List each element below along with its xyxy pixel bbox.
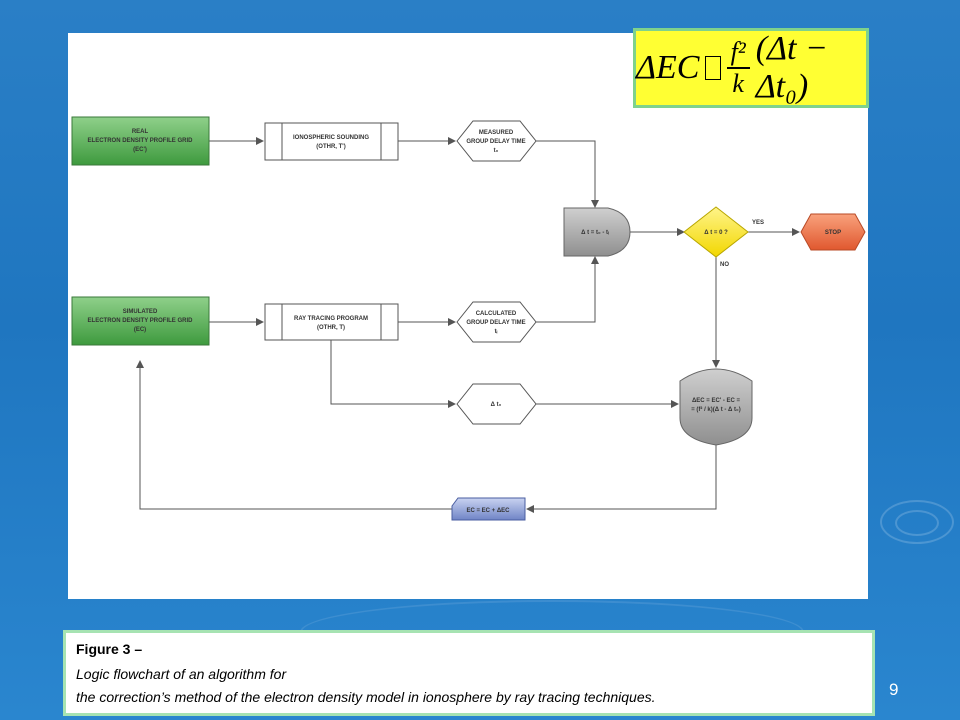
real-density-grid-node: REAL ELECTRON DENSITY PROFILE GRID (EC'): [71, 116, 210, 166]
delta-ec-line-2: = (f² / k)(Δ t - Δ t₀): [691, 406, 741, 413]
measured-delay-line-3: t₀: [494, 148, 499, 154]
ionospheric-sounding-line-1: IONOSPHERIC SOUNDING: [293, 135, 369, 141]
stop-node: STOP: [800, 213, 866, 251]
background-ripple: [880, 500, 954, 544]
calculated-delay-node: CALCULATED GROUP DELAY TIME tᵢ: [456, 301, 537, 343]
flowchart-panel: REAL ELECTRON DENSITY PROFILE GRID (EC')…: [68, 33, 868, 599]
caption-line-2: the correction’s method of the electron …: [76, 689, 656, 705]
ray-tracing-line-2: (OTHR, T): [317, 325, 345, 331]
measured-delay-line-1: MEASURED: [479, 130, 514, 136]
formula-box: ΔEC f² k (Δt − Δt₀): [633, 28, 869, 108]
formula-rhs: (Δt − Δt₀): [755, 30, 828, 105]
calculated-delay-line-3: tᵢ: [495, 329, 498, 335]
ionospheric-sounding-node: IONOSPHERIC SOUNDING (OTHR, T'): [264, 122, 399, 161]
measured-delay-line-2: GROUP DELAY TIME: [466, 139, 525, 145]
formula-numerator: f²: [726, 39, 750, 69]
real-grid-line-3: (EC'): [133, 147, 147, 153]
decision-label: Δ t = 0 ?: [704, 230, 728, 236]
caption-line-1: Logic flowchart of an algorithm for: [76, 666, 287, 682]
connectors: [136, 137, 800, 513]
delta-t-label: Δ t = t₀ - tᵢ: [581, 230, 609, 236]
simulated-grid-line-1: SIMULATED: [123, 309, 158, 315]
ray-tracing-line-1: RAY TRACING PROGRAM: [294, 316, 368, 322]
real-grid-line-1: REAL: [132, 129, 149, 135]
delta-ec-node: ΔEC = EC' - EC = = (f² / k)(Δ t - Δ t₀): [679, 368, 753, 446]
caption-title: Figure 3 –: [76, 641, 143, 657]
no-label: NO: [720, 262, 729, 268]
simulated-density-grid-node: SIMULATED ELECTRON DENSITY PROFILE GRID …: [71, 296, 210, 346]
flowchart-diagram: REAL ELECTRON DENSITY PROFILE GRID (EC')…: [71, 116, 866, 521]
ec-update-node: EC = EC + ΔEC: [451, 497, 526, 521]
formula-fraction: f² k: [726, 39, 750, 98]
calculated-delay-line-1: CALCULATED: [476, 311, 517, 317]
calculated-delay-line-2: GROUP DELAY TIME: [466, 320, 525, 326]
decision-node: Δ t = 0 ?: [683, 206, 749, 258]
measured-delay-node: MEASURED GROUP DELAY TIME t₀: [456, 120, 537, 162]
slide-number: 9: [889, 680, 899, 699]
formula-denominator: k: [732, 69, 744, 98]
formula-expression: ΔEC f² k (Δt − Δt₀): [636, 30, 866, 106]
background-ripple: [895, 510, 939, 536]
delta-t0-node: Δ t₀: [456, 383, 537, 425]
simulated-grid-line-2: ELECTRON DENSITY PROFILE GRID: [88, 318, 194, 324]
simulated-grid-line-3: (EC): [134, 327, 146, 333]
delta-ec-line-1: ΔEC = EC' - EC =: [692, 398, 741, 404]
ec-update-label: EC = EC + ΔEC: [467, 508, 511, 514]
ray-tracing-node: RAY TRACING PROGRAM (OTHR, T): [264, 303, 399, 341]
stop-label: STOP: [825, 230, 841, 236]
missing-glyph-icon: [705, 56, 721, 80]
caption-box: Figure 3 – Logic flowchart of an algorit…: [63, 630, 875, 716]
delta-t-node: Δ t = t₀ - tᵢ: [563, 207, 631, 257]
delta-t0-label: Δ t₀: [491, 402, 502, 408]
yes-label: YES: [752, 220, 764, 226]
real-grid-line-2: ELECTRON DENSITY PROFILE GRID: [88, 138, 194, 144]
ionospheric-sounding-line-2: (OTHR, T'): [316, 144, 345, 150]
formula-lhs: ΔEC: [636, 49, 700, 86]
